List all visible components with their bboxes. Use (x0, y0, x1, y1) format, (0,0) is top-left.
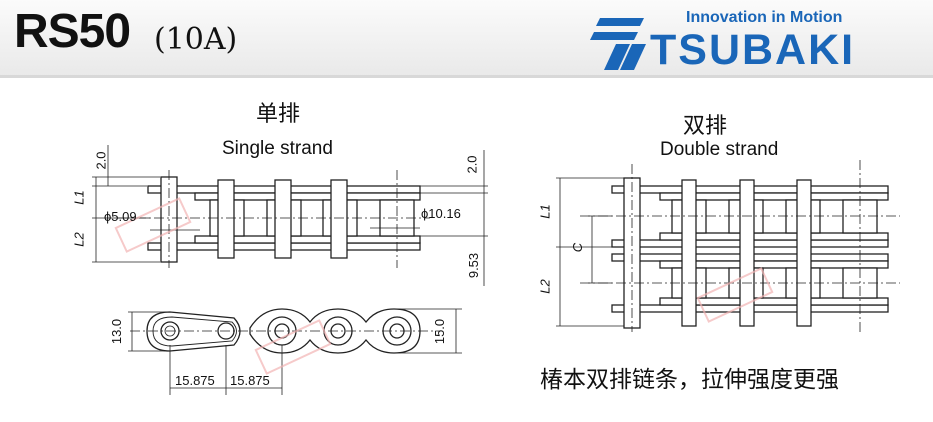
dim-single-l1: L1 (71, 190, 87, 205)
single-strand-title-en: Single strand (222, 138, 333, 159)
model-title: RS50 (14, 5, 131, 58)
dim-single-l2: L2 (71, 232, 87, 247)
tsubaki-logo-icon (590, 18, 646, 70)
dim-double-c: C (570, 242, 586, 253)
dim-inner-width: 9.53 (466, 252, 482, 279)
dim-plate-height-right: 15.0 (432, 318, 448, 345)
dim-roller-diameter: ϕ10.16 (421, 206, 461, 221)
header-divider (0, 75, 933, 78)
double-strand-title-en: Double strand (660, 139, 779, 160)
brand-tagline: Innovation in Motion (686, 9, 843, 26)
double-strand-top-view (556, 160, 900, 332)
dim-plate-clearance-top: 2.0 (93, 151, 109, 170)
model-subtitle: (10A) (154, 22, 238, 57)
dim-pitch-1: 15.875 (175, 373, 215, 388)
dim-pin-diameter: ϕ5.09 (104, 209, 137, 224)
double-strand-title-zh: 双排 (683, 114, 728, 139)
watermark-stamp-icon (114, 197, 774, 375)
dim-double-l1: L1 (537, 204, 553, 219)
brand-name: TSUBAKI (650, 26, 856, 74)
single-strand-top-view (92, 145, 488, 286)
caption-text: 椿本双排链条，拉伸强度更强 (540, 367, 839, 393)
dim-plate-clearance-right: 2.0 (464, 155, 480, 174)
dim-pitch-2: 15.875 (230, 373, 270, 388)
single-strand-title-zh: 单排 (256, 102, 301, 127)
single-strand-side-view (128, 308, 462, 395)
header-bar (0, 0, 933, 76)
dim-plate-height-left: 13.0 (109, 318, 125, 345)
dim-double-l2: L2 (537, 279, 553, 294)
